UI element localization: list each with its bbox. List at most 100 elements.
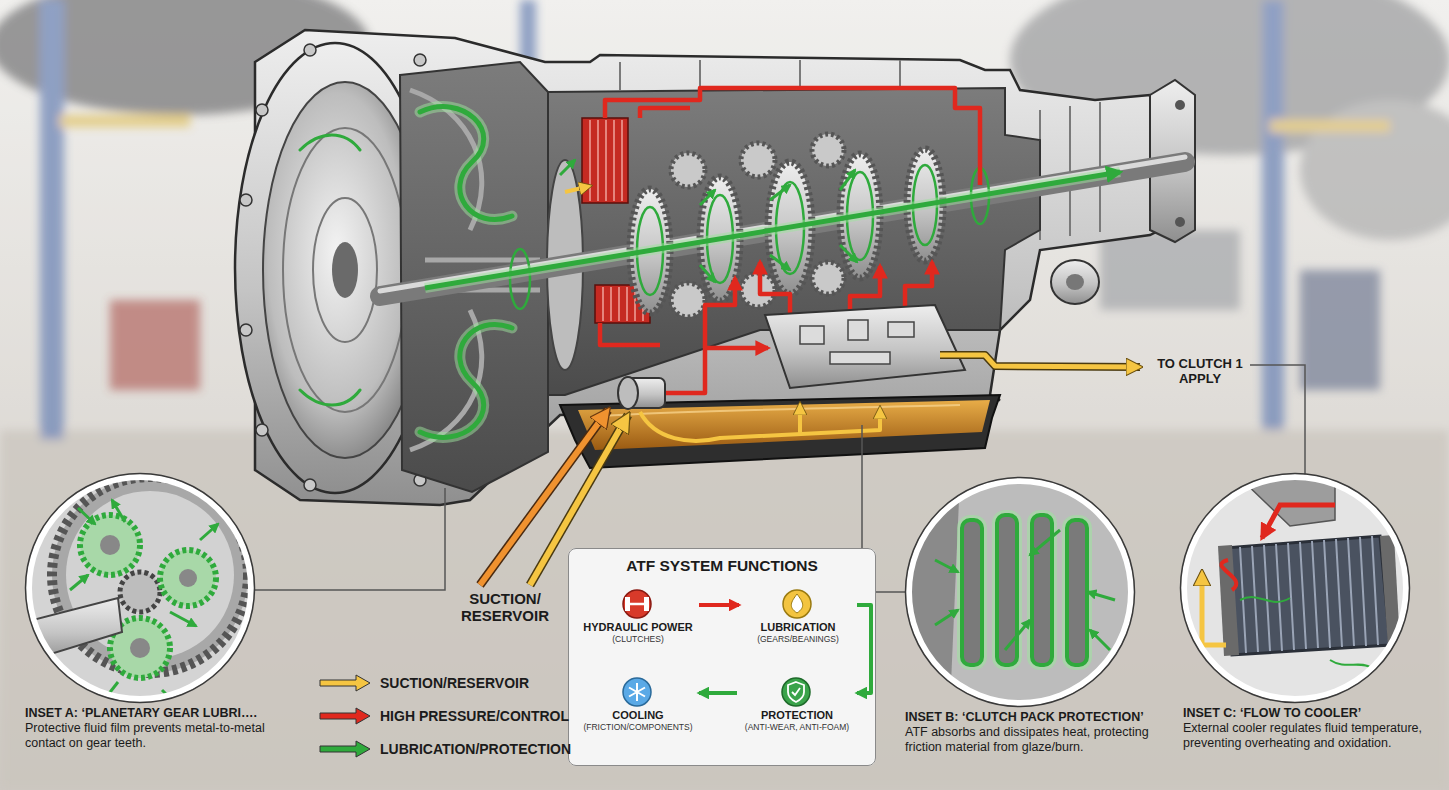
- hydraulic-circuit: [830, 352, 890, 364]
- inset-cooler: [1240, 536, 1378, 653]
- gear-train: [380, 88, 1185, 395]
- inset-outline: [905, 477, 1135, 707]
- gear-train: [741, 143, 775, 177]
- hydraulic-circuit: [600, 88, 980, 393]
- hydraulic-circuit: [765, 305, 965, 388]
- transmission-case: [304, 44, 316, 56]
- transmission-case: [1175, 217, 1185, 227]
- inset-border: [1181, 474, 1410, 703]
- gear-train: [812, 134, 844, 166]
- inset-clutch: [935, 610, 958, 625]
- function-panel-fill: [568, 548, 876, 766]
- inset-circle: INSET C: ‘FLOW TO COOLER’External cooler…: [1180, 473, 1410, 703]
- legend-swatch: [318, 706, 372, 726]
- inset-cooler: [1380, 535, 1400, 646]
- inset-gears: [25, 473, 255, 706]
- inset-clutch: [1088, 592, 1115, 600]
- legend-row: LUBRICATION/PROTECTION: [318, 736, 571, 762]
- inset-gears: [78, 508, 95, 524]
- hydraulic-circuit: [605, 88, 980, 185]
- torque-converter: [283, 128, 407, 412]
- oil-pan: [565, 186, 880, 441]
- flow-arrow: [857, 605, 871, 693]
- inset-cooler: [1240, 597, 1372, 668]
- inset-gears: [80, 515, 216, 678]
- gear-train: [560, 160, 857, 282]
- transmission-case: [1175, 100, 1185, 110]
- legend-text: LUBRICATION/PROTECTION: [380, 741, 571, 757]
- inset-border: [26, 474, 255, 703]
- inset-cooler: [1240, 597, 1290, 602]
- flow-arrow: [699, 691, 737, 695]
- torque-converter: [313, 198, 377, 342]
- inset-gears: [25, 473, 255, 703]
- legend-row: SUCTION/RESERVOIR: [318, 670, 529, 696]
- legend-arrow: [320, 675, 370, 691]
- inset-gears: [112, 500, 125, 522]
- inset-cooler: [1202, 572, 1226, 645]
- inset-cooler: [1180, 473, 1410, 703]
- inset-clutch: [905, 477, 960, 707]
- fn-sub: (GEARS/BEANINGS): [739, 634, 857, 645]
- oil-pan: [640, 408, 880, 441]
- function-item: LUBRICATION(GEARS/BEANINGS): [739, 589, 857, 661]
- hydraulic-circuit: [800, 320, 914, 364]
- inset-clutch: [1090, 630, 1110, 650]
- torque-converter: [332, 242, 358, 298]
- flow-arrows: [940, 355, 1140, 367]
- hydraulic-circuit: [660, 348, 768, 393]
- torque-converter: [420, 107, 512, 220]
- inset-cooler: [1330, 660, 1372, 668]
- inset-clutch: [962, 515, 1087, 665]
- inset-clutch: [935, 530, 1115, 650]
- panel-title: ATF SYSTEM FUNCTIONS: [569, 557, 875, 575]
- inset-gears: [70, 500, 218, 706]
- hydraulic-circuit: [888, 322, 914, 337]
- fn-name: HYDRAULIC POWER: [577, 621, 699, 634]
- transmission-case: [240, 44, 426, 491]
- inset-body: ATF absorbs and dissipates heat, protect…: [905, 725, 1177, 755]
- function-icon: [791, 594, 802, 613]
- oil-pan: [618, 377, 638, 409]
- gear-train: [590, 120, 622, 201]
- inset-gears: [160, 550, 216, 606]
- gear-train: [671, 153, 705, 187]
- gear-train: [425, 172, 1120, 288]
- transmission-case: [256, 424, 268, 436]
- gear-train: [671, 283, 705, 317]
- torque-converter: [300, 135, 360, 405]
- transmission-case: [240, 194, 252, 206]
- inset-caption: INSET A: ‘PLANETARY GEAR LUBRI….Protecti…: [25, 706, 293, 751]
- gear-train: [840, 245, 857, 262]
- inset-gears: [120, 572, 160, 612]
- inset-clutch: [962, 520, 982, 665]
- gear-train: [380, 162, 1185, 296]
- inset-ring: [1184, 477, 1406, 699]
- inset-clutch: [905, 477, 1135, 707]
- hydraulic-circuit: [848, 320, 868, 340]
- function-icon: [625, 597, 630, 611]
- function-icon: [782, 678, 810, 706]
- inset-cooler: [1221, 560, 1236, 590]
- inset-circle: INSET A: ‘PLANETARY GEAR LUBRI….Protecti…: [25, 473, 255, 703]
- transmission-case: [240, 324, 252, 336]
- leader-line: [1250, 365, 1305, 476]
- fn-sub: (FRICTION/COMPONENTS): [577, 722, 699, 733]
- legend-swatch: [318, 739, 372, 759]
- gear-train: [770, 185, 790, 200]
- inset-caption: INSET C: ‘FLOW TO COOLER’External cooler…: [1183, 706, 1445, 751]
- transmission-case: [1051, 260, 1099, 304]
- inset-ring: [909, 481, 1131, 703]
- function-item: COOLING(FRICTION/COMPONENTS): [577, 677, 699, 755]
- hydraulic-circuit: [600, 323, 660, 345]
- inset-cooler: [1218, 545, 1239, 656]
- hydraulic-circuit: [705, 278, 735, 348]
- inset-gears: [130, 638, 150, 658]
- function-icon: [623, 678, 651, 706]
- hydraulic-circuit: [640, 108, 690, 118]
- transmission-case: [304, 479, 316, 491]
- gear-train: [425, 172, 1120, 288]
- legend-arrow: [320, 708, 370, 724]
